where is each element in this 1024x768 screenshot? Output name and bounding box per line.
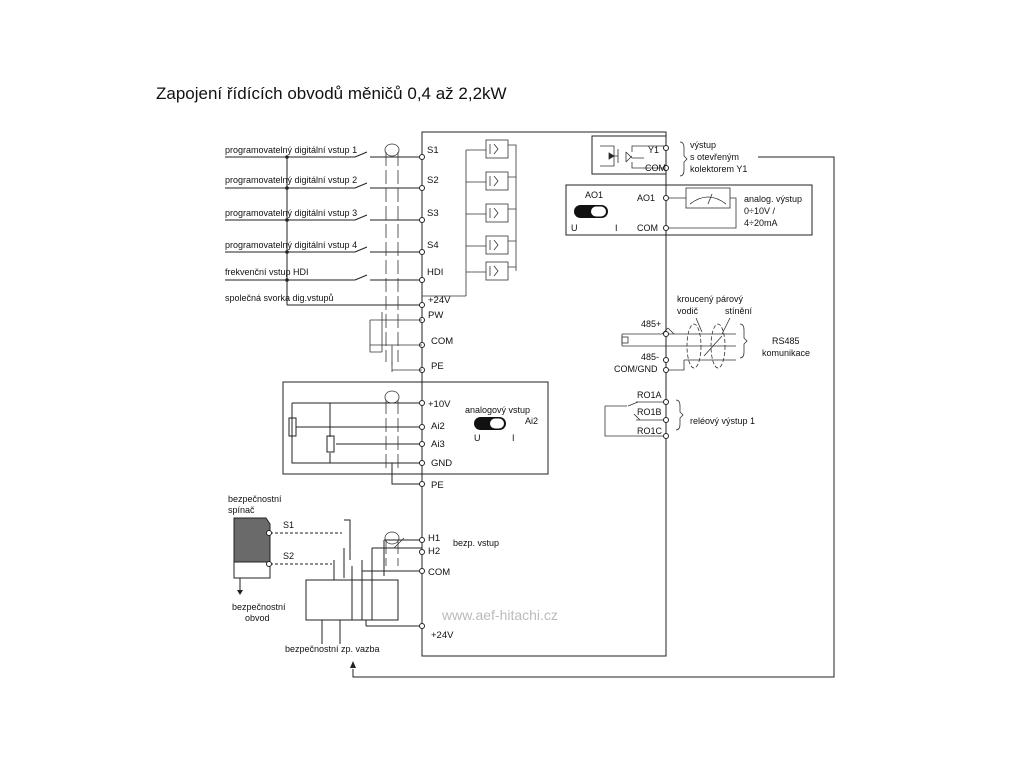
safety-switch (233, 517, 271, 563)
input-label-s4: programovatelný digitální vstup 4 (225, 240, 357, 250)
safety-circuit-label-1: bezpečnostní (232, 602, 286, 612)
y1-label-2: s otevřeným (690, 152, 739, 162)
terminal-com-safety: COM (428, 567, 450, 578)
terminal-com: COM (431, 336, 453, 347)
ao1-switch-label: AO1 (585, 190, 603, 200)
terminal-s4: S4 (427, 240, 439, 251)
terminal-y1: Y1 (648, 145, 659, 155)
y1-output: Y1 COM výstup s otevřeným kolektorem Y1 (350, 135, 835, 678)
analog-switch-label: analogový vstup (465, 405, 530, 415)
input-optocouplers (422, 139, 517, 297)
terminal-h1: H1 (428, 533, 440, 544)
terminal-s1: S1 (427, 145, 439, 156)
ao1-label-3: 4÷20mA (744, 218, 777, 228)
ao1-output: AO1 U I AO1 COM analog. výstup 0÷10V / 4… (565, 184, 813, 236)
terminal-ao1-com: COM (637, 223, 658, 233)
safety-input-label: bezp. vstup (453, 538, 499, 548)
terminal-pe-2: PE (431, 480, 444, 491)
terminal-ao1: AO1 (637, 193, 655, 203)
terminal-y1-com: COM (645, 163, 666, 173)
terminal-com-gnd: COM/GND (614, 364, 658, 374)
terminal-pe: PE (431, 361, 444, 372)
inverter-box (421, 131, 667, 657)
safety-feedback-label: bezpečnostní zp. vazba (285, 644, 380, 654)
terminal-ro1a: RO1A (637, 390, 662, 400)
input-label-s2: programovatelný digitální vstup 2 (225, 175, 357, 185)
y1-label-3: kolektorem Y1 (690, 164, 747, 174)
page-title: Zapojení řídících obvodů měničů 0,4 až 2… (156, 84, 507, 103)
shield-label: stínění (725, 306, 753, 316)
safety-s1: S1 (283, 520, 294, 530)
terminal-24v-safety: +24V (431, 630, 454, 641)
terminal-hdi: HDI (427, 267, 443, 278)
rs485-section: kroucený párový vodič stínění 485+ 485- … (614, 294, 810, 374)
ao1-switch-u: U (571, 223, 578, 233)
terminal-485minus: 485- (641, 352, 659, 362)
safety-circuit-label-2: obvod (245, 613, 270, 623)
safety-s2: S2 (283, 551, 294, 561)
analog-input-section: +10V Ai2 Ai3 GND PE analogový vstup Ai2 … (282, 381, 549, 491)
analog-switch-ai2: Ai2 (525, 416, 538, 426)
digital-inputs: programovatelný digitální vstup 1 progra… (225, 143, 453, 373)
rs485-label-2: komunikace (762, 348, 810, 358)
input-label-s3: programovatelný digitální vstup 3 (225, 208, 357, 218)
ao1-label-2: 0÷10V / (744, 206, 775, 216)
terminal-ai2: Ai2 (431, 421, 445, 432)
terminal-485plus: 485+ (641, 319, 661, 329)
safety-section: bezpečnostní spínač bezpečnostní obvod S… (228, 494, 499, 654)
terminal-s2: S2 (427, 175, 439, 186)
watermark: www.aef-hitachi.cz (441, 607, 558, 623)
input-label-hdi: frekvenční vstup HDI (225, 267, 309, 277)
terminal-s3: S3 (427, 208, 439, 219)
shielded-cable (384, 143, 400, 372)
relay-label: reléový výstup 1 (690, 416, 755, 426)
ao1-label-1: analog. výstup (744, 194, 802, 204)
analog-frame (282, 381, 549, 475)
terminal-ro1b: RO1B (637, 407, 662, 417)
safety-switch-label-1: bezpečnostní (228, 494, 282, 504)
rs485-label-1: RS485 (772, 336, 800, 346)
safety-switch-label-2: spínač (228, 505, 255, 515)
analog-switch-u: U (474, 433, 481, 443)
terminal-ai3: Ai3 (431, 439, 445, 450)
twisted-label-1: kroucený párový (677, 294, 744, 304)
terminal-gnd: GND (431, 458, 452, 469)
terminal-pw: PW (428, 310, 443, 321)
input-label-s1: programovatelný digitální vstup 1 (225, 145, 357, 155)
terminal-h2: H2 (428, 546, 440, 557)
terminal-10v: +10V (428, 399, 451, 410)
ao1-switch-i: I (615, 223, 618, 233)
analog-switch-i: I (512, 433, 515, 443)
y1-label-1: výstup (690, 140, 716, 150)
terminal-ro1c: RO1C (637, 426, 663, 436)
relay-output: RO1A RO1B RO1C reléový výstup 1 (604, 390, 755, 439)
common-label: společná svorka dig.vstupů (225, 293, 334, 303)
twisted-label-2: vodič (677, 306, 699, 316)
terminal-24v: +24V (428, 295, 451, 306)
